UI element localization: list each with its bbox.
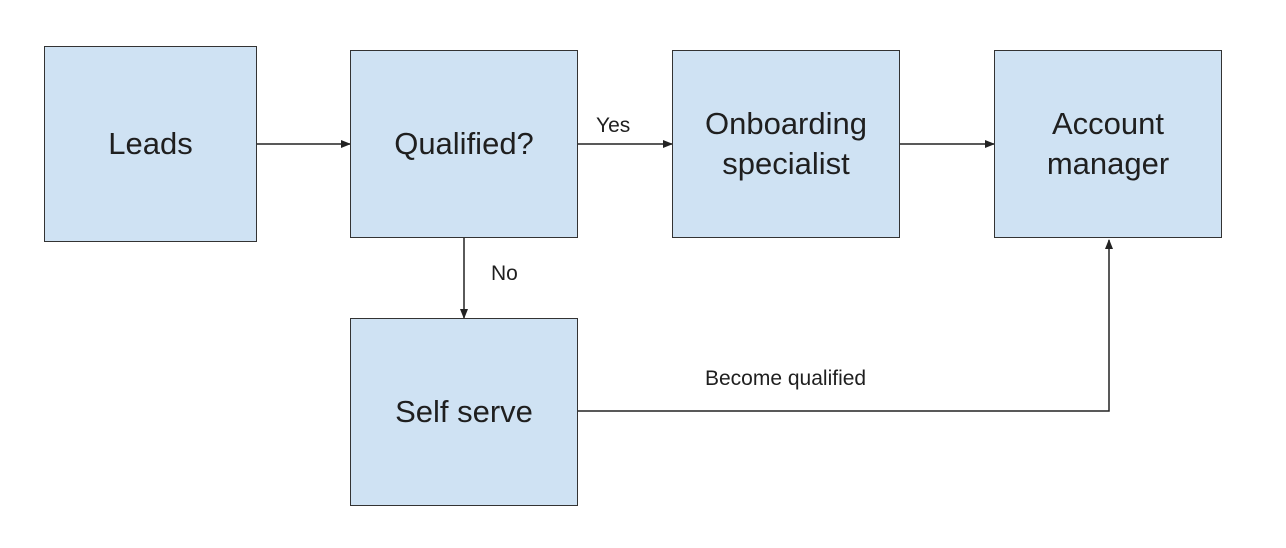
node-selfserve-label: Self serve: [395, 394, 533, 429]
node-qualified-label: Qualified?: [394, 126, 534, 161]
edge-label-yes: Yes: [596, 114, 631, 137]
node-onboarding-line2: specialist: [722, 146, 850, 181]
node-onboarding-specialist: Onboarding specialist: [672, 50, 900, 238]
edge-selfserve-to-account: [578, 239, 1113, 412]
edge-label-become-qualified: Become qualified: [705, 367, 867, 390]
node-onboarding-line1: Onboarding: [704, 106, 867, 141]
node-leads: Leads: [44, 46, 257, 242]
node-leads-label: Leads: [108, 126, 193, 161]
edge-label-no: No: [491, 262, 518, 285]
node-account-line2: manager: [1046, 146, 1170, 181]
node-qualified: Qualified?: [350, 50, 578, 238]
node-account-manager: Account manager: [994, 50, 1222, 238]
node-account-line1: Account: [1051, 106, 1164, 141]
node-self-serve: Self serve: [350, 318, 578, 506]
